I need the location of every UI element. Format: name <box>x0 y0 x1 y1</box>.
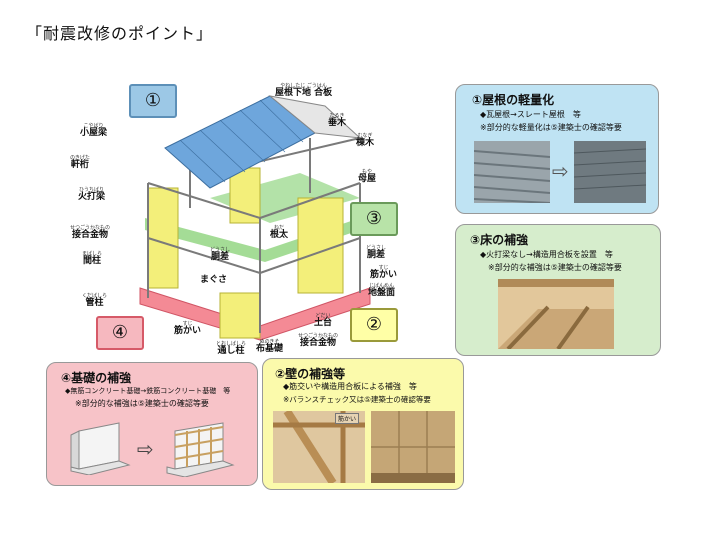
slate-roof-photo <box>573 141 647 203</box>
label-setsugo: せつごうかなもの接合金物 <box>70 225 111 241</box>
label-neda: ねだ根太 <box>270 225 289 241</box>
foundation-box-line2: ※部分的な補強は⑤建築士の確認等要 <box>75 399 209 408</box>
foundation-box-heading: ④基礎の補強 <box>61 371 132 385</box>
label-dodai: どだい土台 <box>314 313 333 329</box>
foundation-arrow-icon: ⇨ <box>137 437 154 461</box>
label-dosashi-1: どうさし胴差 <box>210 247 231 263</box>
roof-tile-photo <box>473 141 551 204</box>
wall-box-heading: ②壁の補強等 <box>275 367 346 381</box>
label-setsugo-2: せつごうかなもの接合金物 <box>298 333 339 349</box>
marker-roof: ① <box>129 84 177 118</box>
roof-box-line2: ※部分的な軽量化は⑤建築士の確認等要 <box>480 123 622 132</box>
label-magusa: まぐさ <box>200 275 228 285</box>
label-toorishira: とおしばしら通し柱 <box>216 341 247 357</box>
label-munagi: むなぎ棟木 <box>356 133 375 149</box>
label-moya: もや母屋 <box>358 169 377 185</box>
label-roof-board: やねしたじ ごうはん屋根下地 合板 <box>275 83 333 99</box>
marker-wall: ② <box>350 308 398 342</box>
roof-box-line1: ◆瓦屋根→スレート屋根 等 <box>480 110 581 119</box>
plywood-wall-photo <box>371 411 455 483</box>
bracing-photo: 筋かい <box>273 408 365 486</box>
label-jibanmen: じばんめん地盤面 <box>368 283 396 299</box>
foundation-reinforcement-box: ④基礎の補強 ◆無筋コンクリート基礎→鉄筋コンクリート基礎 等 ※部分的な補強は… <box>46 362 258 486</box>
floor-plywood-photo <box>498 279 614 351</box>
label-nokigeta: のきげた軒桁 <box>70 155 90 171</box>
label-nunokiso: ぬのきそ布基礎 <box>256 339 284 355</box>
label-dosashi-2: どうさし胴差 <box>366 245 387 261</box>
label-taruki: たるき垂木 <box>328 113 347 129</box>
label-sujikai-1: すじ筋かい <box>370 265 398 281</box>
floor-box-line2: ※部分的な補強は⑤建築士の確認等要 <box>488 263 622 272</box>
house-structure-diagram: やねしたじ ごうはん屋根下地 合板 たるき垂木 むなぎ棟木 こやばり小屋梁 のき… <box>70 78 410 368</box>
foundation-box-line1: ◆無筋コンクリート基礎→鉄筋コンクリート基礎 等 <box>65 387 231 395</box>
wall-reinforcement-box: ②壁の補強等 ◆筋交いや構造用合板による補強 等 ※バランスチェック又は⑤建築士… <box>262 358 464 490</box>
marker-floor: ③ <box>350 202 398 236</box>
label-sujikai-2: すじ筋かい <box>174 321 202 337</box>
roof-lightening-box: ①屋根の軽量化 ◆瓦屋根→スレート屋根 等 ※部分的な軽量化は⑤建築士の確認等要… <box>455 84 659 214</box>
floor-reinforcement-box: ③床の補強 ◆火打梁なし→構造用合板を設置 等 ※部分的な補強は⑤建築士の確認等… <box>455 224 661 356</box>
label-hiuchibari: ひうちばり火打梁 <box>78 187 106 203</box>
page-title: 「耐震改修のポイント」 <box>26 24 214 43</box>
marker-foundation: ④ <box>96 316 144 350</box>
wall-box-line2: ※バランスチェック又は⑤建築士の確認等要 <box>283 395 431 404</box>
label-koyabari: こやばり小屋梁 <box>80 123 108 139</box>
bracing-photo-tag: 筋かい <box>335 413 360 424</box>
floor-box-line1: ◆火打梁なし→構造用合板を設置 等 <box>480 250 613 259</box>
rc-foundation-image <box>165 419 235 478</box>
label-kudabashira: くだばしら管柱 <box>82 293 108 309</box>
roof-arrow-icon: ⇨ <box>552 159 569 183</box>
house-frame-illustration <box>139 95 371 341</box>
roof-box-heading: ①屋根の軽量化 <box>472 93 555 107</box>
label-mabashira: まばしら間柱 <box>82 251 103 267</box>
wall-box-line1: ◆筋交いや構造用合板による補強 等 <box>283 382 417 391</box>
plain-concrete-foundation-image <box>69 421 133 476</box>
floor-box-heading: ③床の補強 <box>470 233 529 247</box>
